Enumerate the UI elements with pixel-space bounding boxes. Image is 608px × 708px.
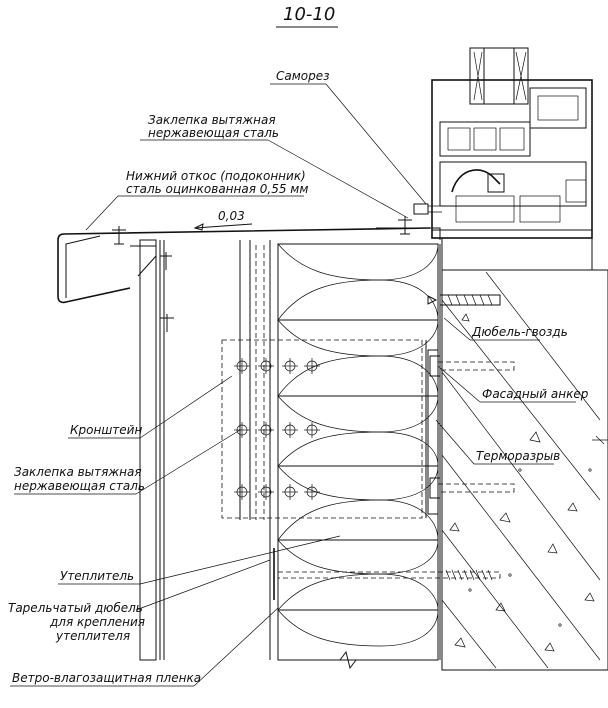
label-slope-1: Нижний откос (подоконник)	[126, 169, 306, 183]
dowel-nail	[427, 294, 501, 306]
title-text: 10-10	[283, 4, 335, 25]
label-plate-dowel-1: Тарельчатый дюбель	[8, 601, 143, 615]
thermal-break-pad	[427, 349, 439, 515]
label-slope-2: сталь оцинкованная 0,55 мм	[126, 182, 308, 196]
sill-fasteners	[112, 203, 442, 332]
sill-slope	[57, 223, 441, 304]
label-membrane: Ветро-влагозащитная пленка	[12, 671, 201, 685]
labels: Саморез Заклепка вытяжная нержавеющая ст…	[8, 69, 589, 685]
label-facade-anchor: Фасадный анкер	[482, 387, 589, 401]
facade-anchors	[429, 355, 515, 499]
label-rivet-left-1: Заклепка вытяжная	[14, 465, 142, 479]
label-insulation: Утеплитель	[60, 569, 134, 583]
insulation-layer	[277, 243, 439, 670]
label-plate-dowel-3: утеплителя	[55, 629, 130, 643]
plate-dowel	[273, 548, 501, 600]
guide-profile	[239, 240, 271, 660]
label-rivet-top-1: Заклепка вытяжная	[148, 113, 276, 127]
label-dowel-nail: Дюбель-гвоздь	[471, 325, 568, 339]
insulation-break-mark	[339, 650, 357, 670]
slope-arrow	[194, 223, 253, 229]
concrete-aggregate-marks	[449, 313, 595, 652]
label-bracket: Кронштейн	[70, 423, 142, 437]
label-samorez: Саморез	[276, 69, 330, 83]
label-plate-dowel-2: для крепления	[49, 615, 145, 629]
concrete-wall	[441, 269, 608, 671]
label-rivet-left-2: нержавеющая сталь	[14, 479, 145, 493]
window-frame-profile	[431, 47, 593, 239]
bracket-plate	[221, 339, 439, 519]
label-rivet-top-2: нержавеющая сталь	[148, 126, 279, 140]
label-thermal-break: Терморазрыв	[476, 449, 560, 463]
wall-diagonal-bands	[441, 271, 601, 669]
rivet-grid	[234, 358, 320, 500]
section-title: 10-10	[276, 4, 338, 28]
facade-cladding-hatch	[139, 239, 157, 661]
lintel-insulation-strip	[441, 237, 593, 271]
wall-break-mark	[592, 435, 608, 445]
label-slope-value: 0,03	[218, 209, 245, 223]
leader-lines	[10, 83, 576, 687]
